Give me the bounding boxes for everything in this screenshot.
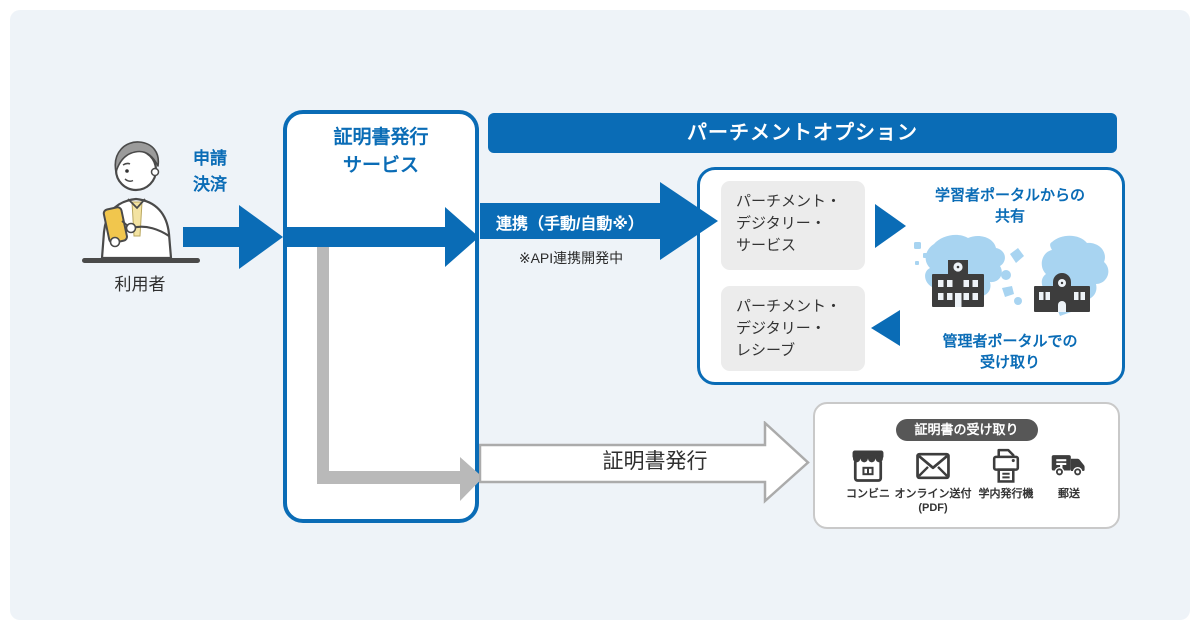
- parchment-container: パーチメント・ デジタリー・ サービス パーチメント・ デジタリー・ レシーブ …: [697, 167, 1125, 385]
- school-building-icon: [932, 260, 984, 307]
- method-label: 郵送: [1058, 488, 1080, 500]
- receipt-method-konbini: コンビニ: [835, 446, 901, 502]
- parchment-receive-card: パーチメント・ デジタリー・ レシーブ: [721, 286, 865, 371]
- desk-line: [82, 258, 200, 263]
- share-caption: 学習者ポータルからの 共有: [934, 187, 1085, 225]
- issue-arrow-label: 証明書発行: [602, 450, 708, 473]
- store-icon: [852, 450, 884, 482]
- api-note: ※API連携開発中: [518, 250, 624, 266]
- link-arrow: [480, 182, 718, 260]
- request-payment-label: 申請 決済: [193, 149, 227, 195]
- method-label: 学内発行機: [978, 488, 1034, 500]
- user-label: 利用者: [114, 275, 166, 294]
- user-to-service-arrow: [183, 205, 283, 269]
- issue-arrow: [479, 421, 810, 504]
- receipt-title-badge: 証明書の受け取り: [895, 419, 1038, 441]
- method-label: オンライン送付 (PDF): [894, 488, 972, 514]
- schoolhouse-icon: [1034, 273, 1090, 312]
- method-label: コンビニ: [846, 488, 890, 500]
- triangle-left-icon: [871, 310, 900, 346]
- parchment-service-card: パーチメント・ デジタリー・ サービス: [721, 181, 865, 270]
- truck-icon: [1051, 455, 1085, 477]
- envelope-icon: [916, 452, 950, 480]
- receipt-method-campus-printer: 学内発行機: [971, 446, 1041, 502]
- receipt-method-online: オンライン送付 (PDF): [891, 446, 975, 516]
- parchment-header: パーチメントオプション: [488, 113, 1117, 153]
- printer-icon: [992, 448, 1020, 483]
- service-box: 証明書発行 サービス: [283, 110, 479, 523]
- link-arrow-label: 連携（手動/自動※）: [495, 215, 644, 233]
- service-to-issue-arrow: [317, 247, 483, 501]
- receipt-box: 証明書の受け取り コンビニ: [813, 402, 1120, 529]
- receipt-method-mail: 郵送: [1039, 446, 1099, 502]
- world-map-illustration: [914, 234, 1109, 316]
- triangle-right-icon: [875, 204, 906, 248]
- service-to-link-arrow: [287, 207, 479, 267]
- service-box-title: 証明書発行 サービス: [333, 127, 429, 176]
- diagram-panel: 利用者 申請 決済 証明書発行 サービス パーチメントオプション 連携（手動/自…: [10, 10, 1190, 620]
- receive-caption: 管理者ポータルでの 受け取り: [942, 333, 1078, 371]
- user-illustration: [82, 141, 200, 263]
